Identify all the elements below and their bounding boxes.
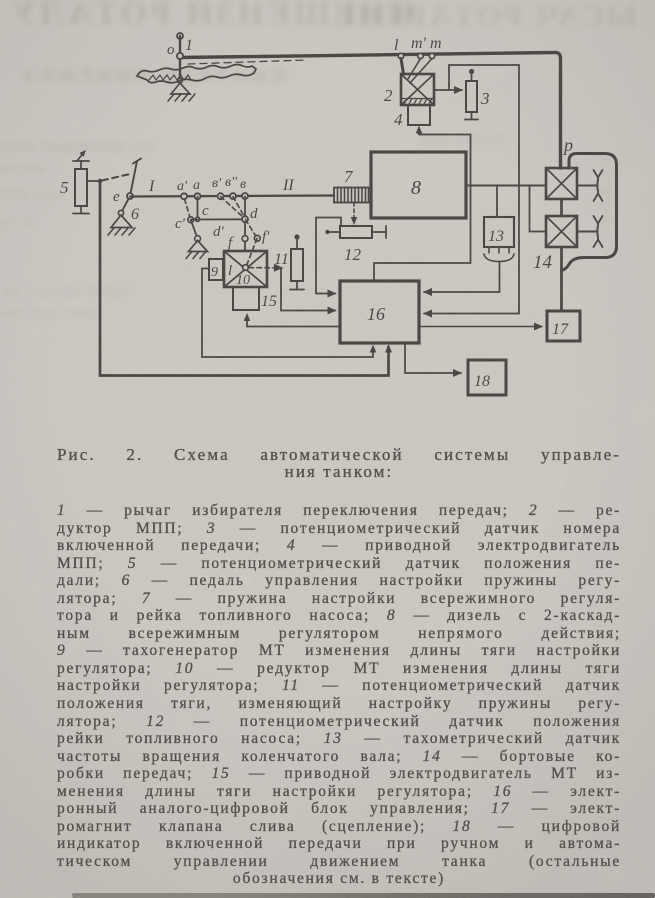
svg-text:II: II <box>282 177 294 194</box>
svg-text:10: 10 <box>236 273 250 288</box>
svg-text:c': c' <box>175 216 186 232</box>
svg-text:4: 4 <box>394 110 403 129</box>
svg-text:17: 17 <box>552 321 569 338</box>
svg-text:16: 16 <box>367 304 385 324</box>
svg-text:2: 2 <box>384 86 393 105</box>
svg-text:13: 13 <box>488 228 504 245</box>
svg-text:I: I <box>148 178 155 195</box>
svg-text:в': в' <box>212 176 222 191</box>
svg-text:m: m <box>430 35 442 52</box>
svg-text:3: 3 <box>480 89 490 108</box>
svg-text:o: o <box>167 42 175 58</box>
svg-text:18: 18 <box>474 373 490 390</box>
svg-text:m': m' <box>411 35 427 52</box>
svg-text:1: 1 <box>185 37 193 54</box>
svg-text:в: в <box>240 177 246 192</box>
svg-text:a': a' <box>177 179 188 194</box>
svg-text:12: 12 <box>344 245 362 264</box>
svg-text:l: l <box>394 37 399 54</box>
svg-text:f': f' <box>262 229 270 245</box>
svg-text:7: 7 <box>344 167 354 186</box>
svg-text:15: 15 <box>261 293 277 310</box>
svg-text:e: e <box>113 189 120 205</box>
svg-text:8: 8 <box>411 177 421 199</box>
svg-text:a: a <box>193 178 200 193</box>
svg-text:l: l <box>228 263 232 279</box>
svg-text:c: c <box>202 203 209 219</box>
svg-text:d': d' <box>213 224 225 240</box>
svg-text:6: 6 <box>131 206 139 223</box>
svg-text:f: f <box>228 235 234 251</box>
svg-text:5: 5 <box>60 178 69 197</box>
svg-text:в'': в'' <box>225 175 238 190</box>
svg-text:11: 11 <box>274 251 289 268</box>
svg-text:9: 9 <box>211 265 218 280</box>
svg-text:14: 14 <box>533 252 553 273</box>
svg-text:d: d <box>250 206 258 222</box>
svg-text:p: p <box>562 135 573 155</box>
